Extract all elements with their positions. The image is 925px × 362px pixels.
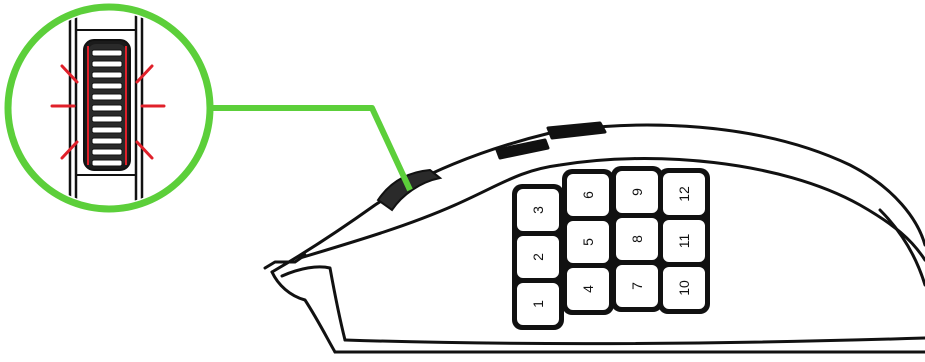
wheel-ribs (91, 49, 123, 167)
side-button-label: 12 (676, 186, 692, 202)
side-button-face (515, 234, 561, 280)
side-button-label: 11 (676, 234, 692, 249)
side-button-face (515, 187, 561, 233)
side-button-label: 9 (629, 188, 645, 196)
light-indicator-rays (50, 64, 166, 160)
side-button-11: 11 (661, 218, 707, 264)
side-button-1: 1 (515, 281, 561, 327)
side-button-face (565, 219, 611, 265)
mouse-body (263, 121, 925, 354)
side-button-label: 3 (530, 206, 546, 214)
side-button-10: 10 (661, 265, 707, 311)
callout (4, 3, 413, 213)
side-button-8: 8 (614, 216, 660, 262)
side-button-label: 6 (580, 191, 596, 199)
mouse-top-button (546, 121, 607, 140)
side-button-7: 7 (614, 263, 660, 309)
magnified-scroll-wheel (68, 12, 144, 204)
side-button-face (661, 218, 707, 264)
wheel-rib (91, 82, 123, 90)
side-button-label: 7 (629, 282, 645, 290)
mouse-front-lip (263, 253, 307, 270)
side-button-6: 6 (565, 172, 611, 218)
side-button-label: 5 (580, 238, 596, 246)
side-button-face (565, 266, 611, 312)
callout-leader-line (210, 105, 413, 192)
side-button-label: 2 (530, 253, 546, 261)
side-button-label: 10 (676, 280, 692, 296)
mouse-side-contour (298, 157, 925, 262)
wheel-rib (91, 49, 123, 57)
side-button-label: 4 (580, 285, 596, 293)
side-button-face (565, 172, 611, 218)
wheel-rib (91, 159, 123, 167)
side-button-9: 9 (614, 169, 660, 215)
wheel-rib (91, 126, 123, 134)
side-button-face (661, 171, 707, 217)
wheel-rib (91, 60, 123, 68)
wheel-rib (91, 71, 123, 79)
mouse-front (270, 270, 337, 354)
side-button-4: 4 (565, 266, 611, 312)
side-button-12: 12 (661, 171, 707, 217)
mouse-front-inner (280, 265, 347, 342)
mouse-top-button-2 (495, 138, 550, 160)
side-button-2: 2 (515, 234, 561, 280)
side-button-5: 5 (565, 219, 611, 265)
side-button-label: 1 (530, 300, 546, 308)
wheel-rib (91, 148, 123, 156)
wheel-rib (91, 104, 123, 112)
side-button-face (661, 265, 707, 311)
wheel-rib (91, 115, 123, 123)
side-button-3: 3 (515, 187, 561, 233)
wheel-rib (91, 93, 123, 101)
side-button-face (515, 281, 561, 327)
mouse-tail (878, 208, 925, 287)
wheel-rib (91, 137, 123, 145)
mouse-base-line-2 (343, 336, 925, 346)
side-button-label: 8 (629, 235, 645, 243)
side-button-grid: 3 2 1 6 5 4 9 8 7 12 11 10 (512, 166, 710, 330)
